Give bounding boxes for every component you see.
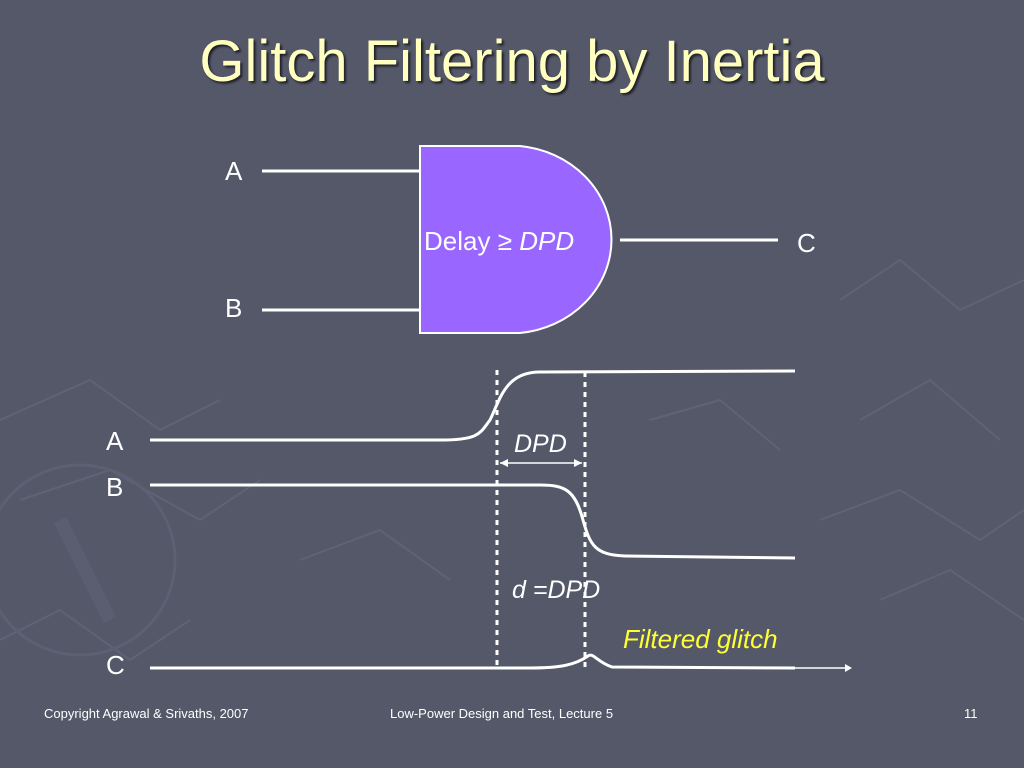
waveform-c [150, 653, 796, 670]
filtered-glitch-label: Filtered glitch [623, 624, 778, 654]
waveform-c-label: C [106, 650, 125, 680]
delay-variable: DPD [519, 226, 575, 256]
d-equals-dpd-label: d =DPD [512, 576, 601, 604]
gate-delay-label: Delay ≥ DPD [424, 226, 574, 257]
gate-output-c-label: C [797, 228, 816, 258]
dpd-arrowhead-right [574, 459, 582, 467]
slide-title: Glitch Filtering by Inertia [199, 29, 825, 94]
waveform-b [150, 483, 796, 560]
gate-input-a-label: A [225, 156, 243, 186]
footer-course: Low-Power Design and Test, Lecture 5 [390, 706, 614, 721]
dpd-label: DPD [514, 430, 567, 458]
footer-page-number: 11 [964, 706, 978, 721]
dpd-arrowhead-left [500, 459, 508, 467]
waveform-b-label: B [106, 472, 124, 502]
waveform-a [150, 369, 796, 442]
delay-text: Delay ≥ [424, 226, 520, 256]
waveform-a-label: A [106, 426, 124, 456]
gate-input-b-label: B [225, 293, 243, 323]
time-axis-arrowhead [845, 664, 852, 672]
footer-copyright: Copyright Agrawal & Srivaths, 2007 [44, 706, 249, 721]
and-gate-body [419, 145, 613, 334]
